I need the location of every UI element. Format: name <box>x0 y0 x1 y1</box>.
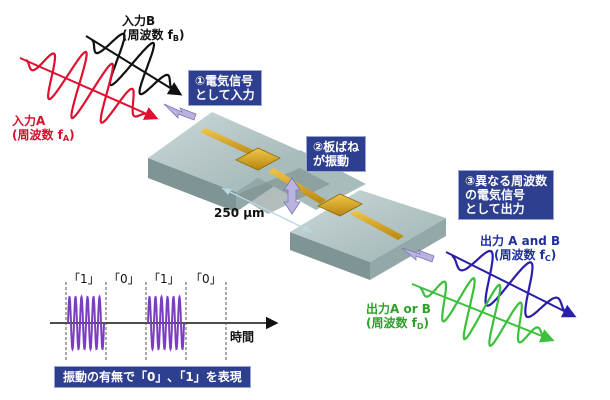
electrode-strip-left <box>200 128 262 158</box>
output-block-arrow <box>401 247 435 263</box>
step-1-line2: として入力 <box>195 88 255 102</box>
caption-box: 振動の有無で「0」､「1」を表現 <box>54 366 251 388</box>
step-2-line1: ②板ばね <box>313 140 360 154</box>
step-3-line3: として出力 <box>465 202 525 216</box>
step-1-line1: ①電気信号 <box>195 74 254 88</box>
output-ab-label: 出力 A and B (周波数 fC) <box>480 234 560 266</box>
input-a-label: 入力A (周波数 fA) <box>12 114 75 146</box>
electrode-pad-left <box>235 147 281 171</box>
step-2-line2: が振動 <box>313 154 350 168</box>
device-left-block-side <box>148 158 236 212</box>
signal-burst-1 <box>67 294 105 352</box>
input-b-wave <box>85 32 183 96</box>
output-aorb-frequency: (周波数 fD) <box>366 316 430 331</box>
output-ab-wave <box>445 249 577 319</box>
device-gap <box>236 168 330 214</box>
device-chip <box>148 112 446 280</box>
signal-burst-3 <box>147 294 185 352</box>
time-axis-label: 時間 <box>230 330 255 344</box>
step-3-line1: ③異なる周波数 <box>465 174 548 188</box>
vibration-arrow <box>283 177 301 215</box>
input-b-name: 入力B <box>122 14 156 28</box>
input-block-arrow <box>163 103 197 121</box>
output-aorb-name: 出力A or B <box>366 302 431 316</box>
input-a-frequency: (周波数 fA) <box>12 128 75 143</box>
electrode-pad-right <box>317 193 363 217</box>
output-aorb-wave <box>411 276 555 348</box>
device-right-block-front <box>370 218 446 280</box>
input-a-wave <box>19 50 159 124</box>
step-3-box: ③異なる周波数 の電気信号 として出力 <box>458 170 555 220</box>
dimension-arrow <box>221 187 313 233</box>
bit-label-3: 「1」 <box>148 272 180 286</box>
step-3-line2: の電気信号 <box>465 188 526 202</box>
device-right-block-side <box>290 232 370 280</box>
output-aorb-label: 出力A or B (周波数 fD) <box>366 302 431 334</box>
step-1-box: ①電気信号 として入力 <box>188 70 262 106</box>
electrode-strip-right <box>350 210 404 240</box>
bit-label-1: 「1」 <box>68 272 100 286</box>
input-b-label: 入力B (周波数 fB) <box>122 14 184 46</box>
output-ab-name: 出力 A and B <box>480 234 561 248</box>
dimension-label: 250 μm <box>214 206 265 220</box>
bit-label-2: 「0」 <box>108 272 140 286</box>
input-a-name: 入力A <box>12 114 46 128</box>
device-right-block-top <box>290 190 446 262</box>
input-b-frequency: (周波数 fB) <box>122 28 185 43</box>
bit-label-4: 「0」 <box>190 272 222 286</box>
output-ab-frequency: (周波数 fC) <box>494 248 557 263</box>
signal-plot <box>50 282 279 360</box>
step-2-box: ②板ばね が振動 <box>306 136 367 172</box>
